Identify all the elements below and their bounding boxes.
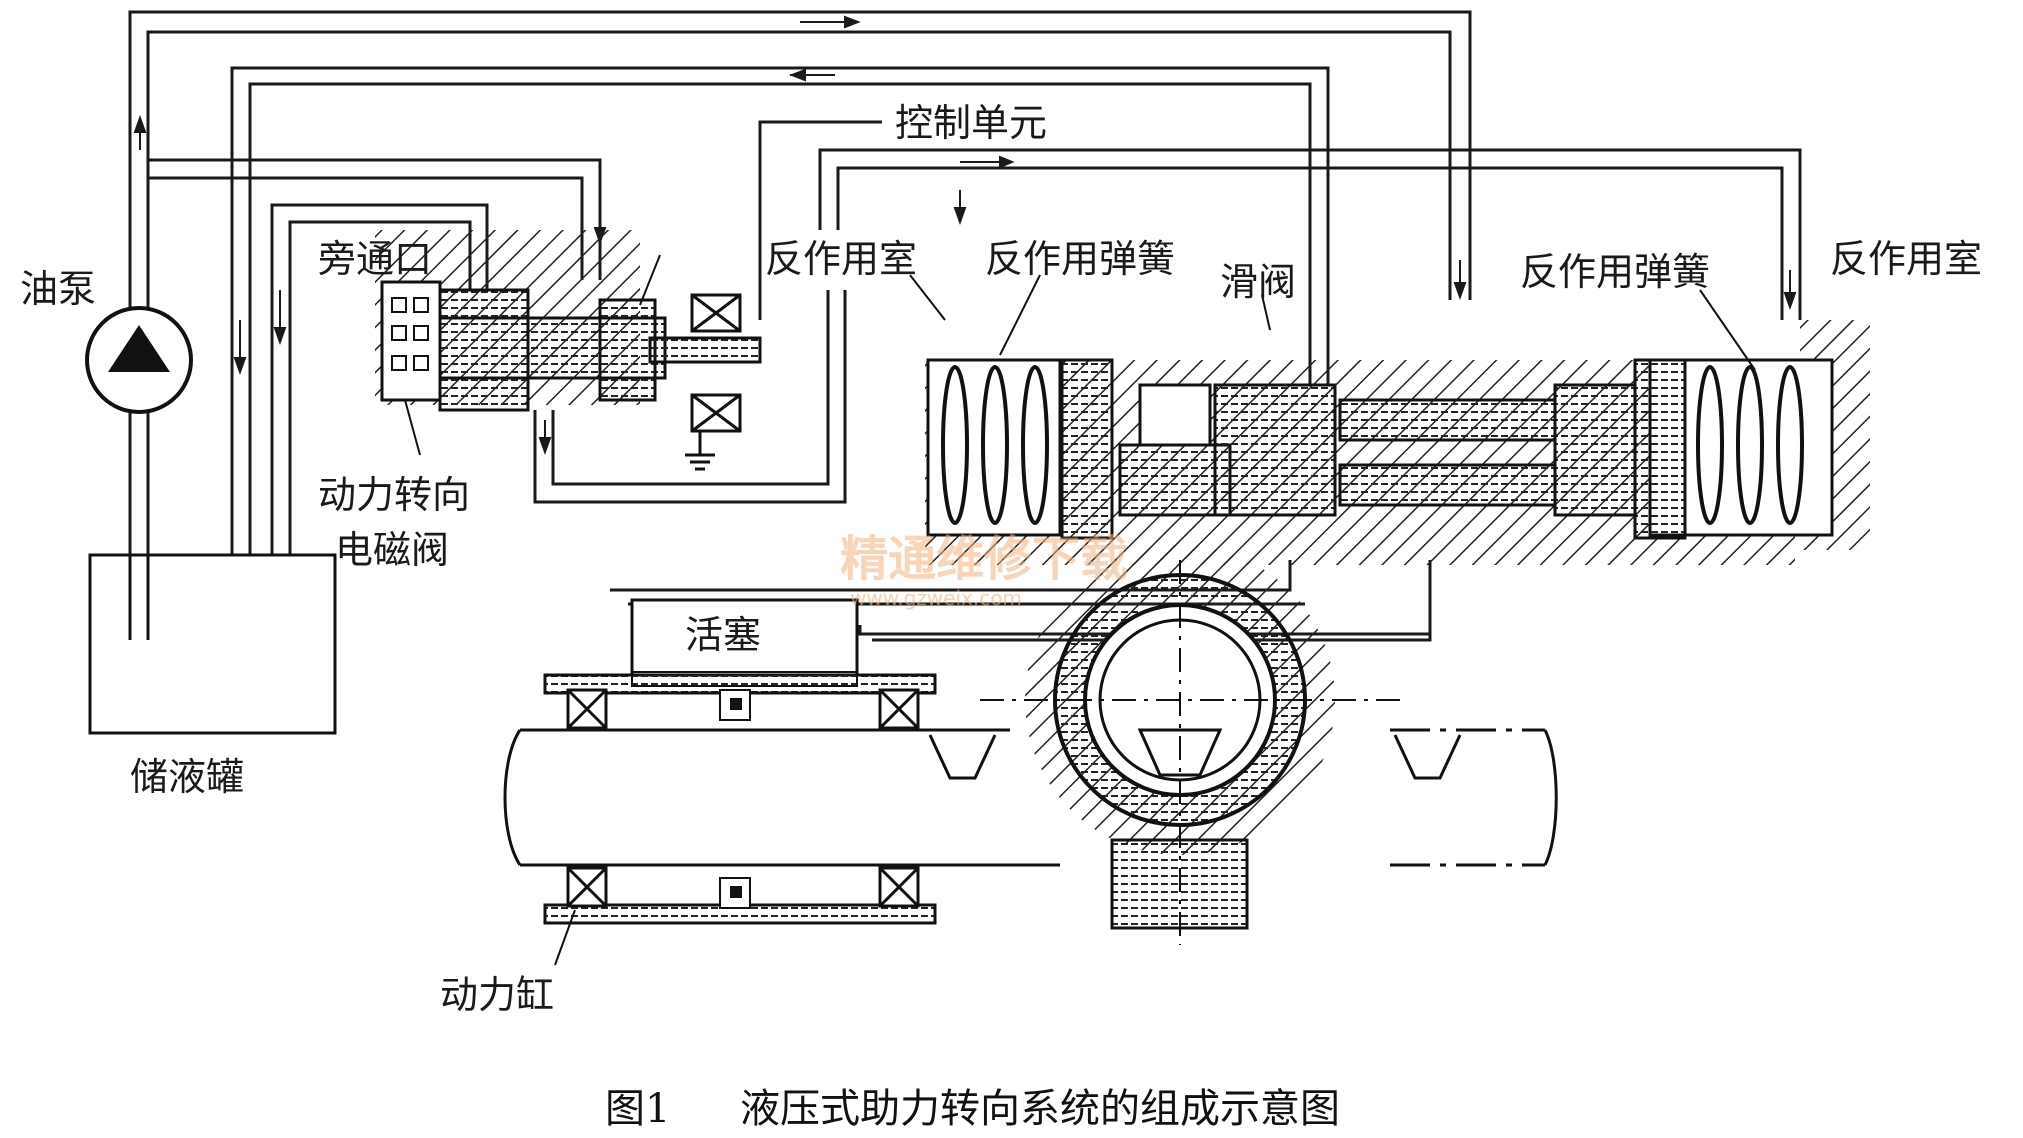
label-piston: 活塞: [685, 613, 761, 657]
label-reaction-chamber-right: 反作用室: [1830, 237, 1982, 281]
pump: [85, 306, 193, 414]
pump-arrow-icon: [108, 325, 170, 372]
flow-arrows: [133, 15, 1797, 455]
solenoid-valve: [375, 230, 762, 471]
caption-figure-number: 图1: [605, 1086, 670, 1132]
valve-housing: [925, 320, 1870, 565]
caption-title: 液压式助力转向系统的组成示意图: [740, 1086, 1340, 1132]
label-solenoid-valve-line1: 动力转向: [318, 473, 470, 517]
label-pump: 油泵: [20, 267, 96, 311]
pinion-gear: [980, 545, 1400, 945]
label-reaction-spring-left: 反作用弹簧: [985, 237, 1175, 281]
label-bypass-port: 旁通口: [318, 237, 432, 281]
label-power-cylinder: 动力缸: [440, 973, 554, 1017]
label-control-unit: 控制单元: [895, 101, 1047, 145]
watermark-title: 精通维修下载: [840, 531, 1128, 587]
watermark-url: www.gzweix.com: [850, 586, 1022, 610]
label-reaction-spring-right: 反作用弹簧: [1520, 250, 1710, 294]
label-solenoid-valve-line2: 电磁阀: [335, 528, 449, 572]
label-spool-valve: 滑阀: [1220, 260, 1296, 304]
label-reservoir: 储液罐: [130, 755, 244, 799]
leader-lines: [404, 254, 1756, 966]
power-cylinder: [503, 598, 1558, 925]
label-reaction-chamber-left: 反作用室: [765, 237, 917, 281]
reservoir-tank: [88, 553, 337, 735]
